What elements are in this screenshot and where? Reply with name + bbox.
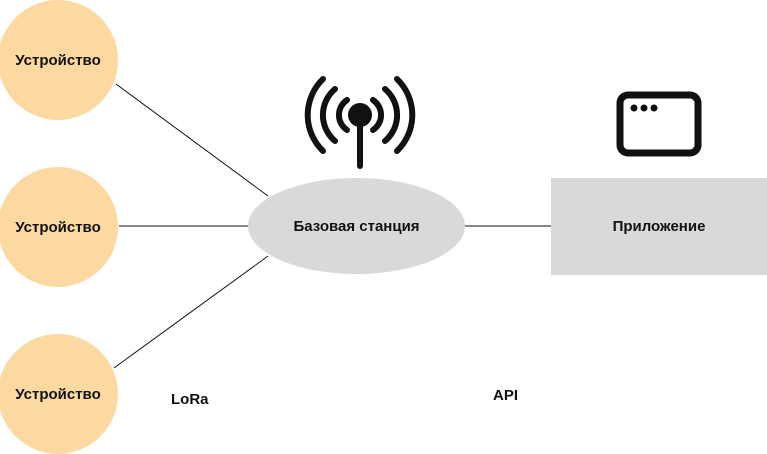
application-label: Приложение [612,218,706,235]
device-node-3: Устройство [0,334,118,454]
antenna-signal-icon [304,76,416,169]
api-link-label: API [493,387,519,404]
device-label: Устройство [15,385,101,403]
application-node: Приложение [551,178,767,275]
device-label: Устройство [15,218,101,236]
device-node-2: Устройство [0,167,118,287]
base-station-node: Базовая станция [248,178,465,274]
base-station-label: Базовая станция [293,217,420,235]
device-label: Устройство [15,51,101,69]
connector-device-1-base [115,83,269,197]
app-window-icon [616,91,702,157]
device-node-1: Устройство [0,0,118,120]
lora-link-label: LoRa [171,391,209,408]
connector-device-3-base [113,255,269,369]
